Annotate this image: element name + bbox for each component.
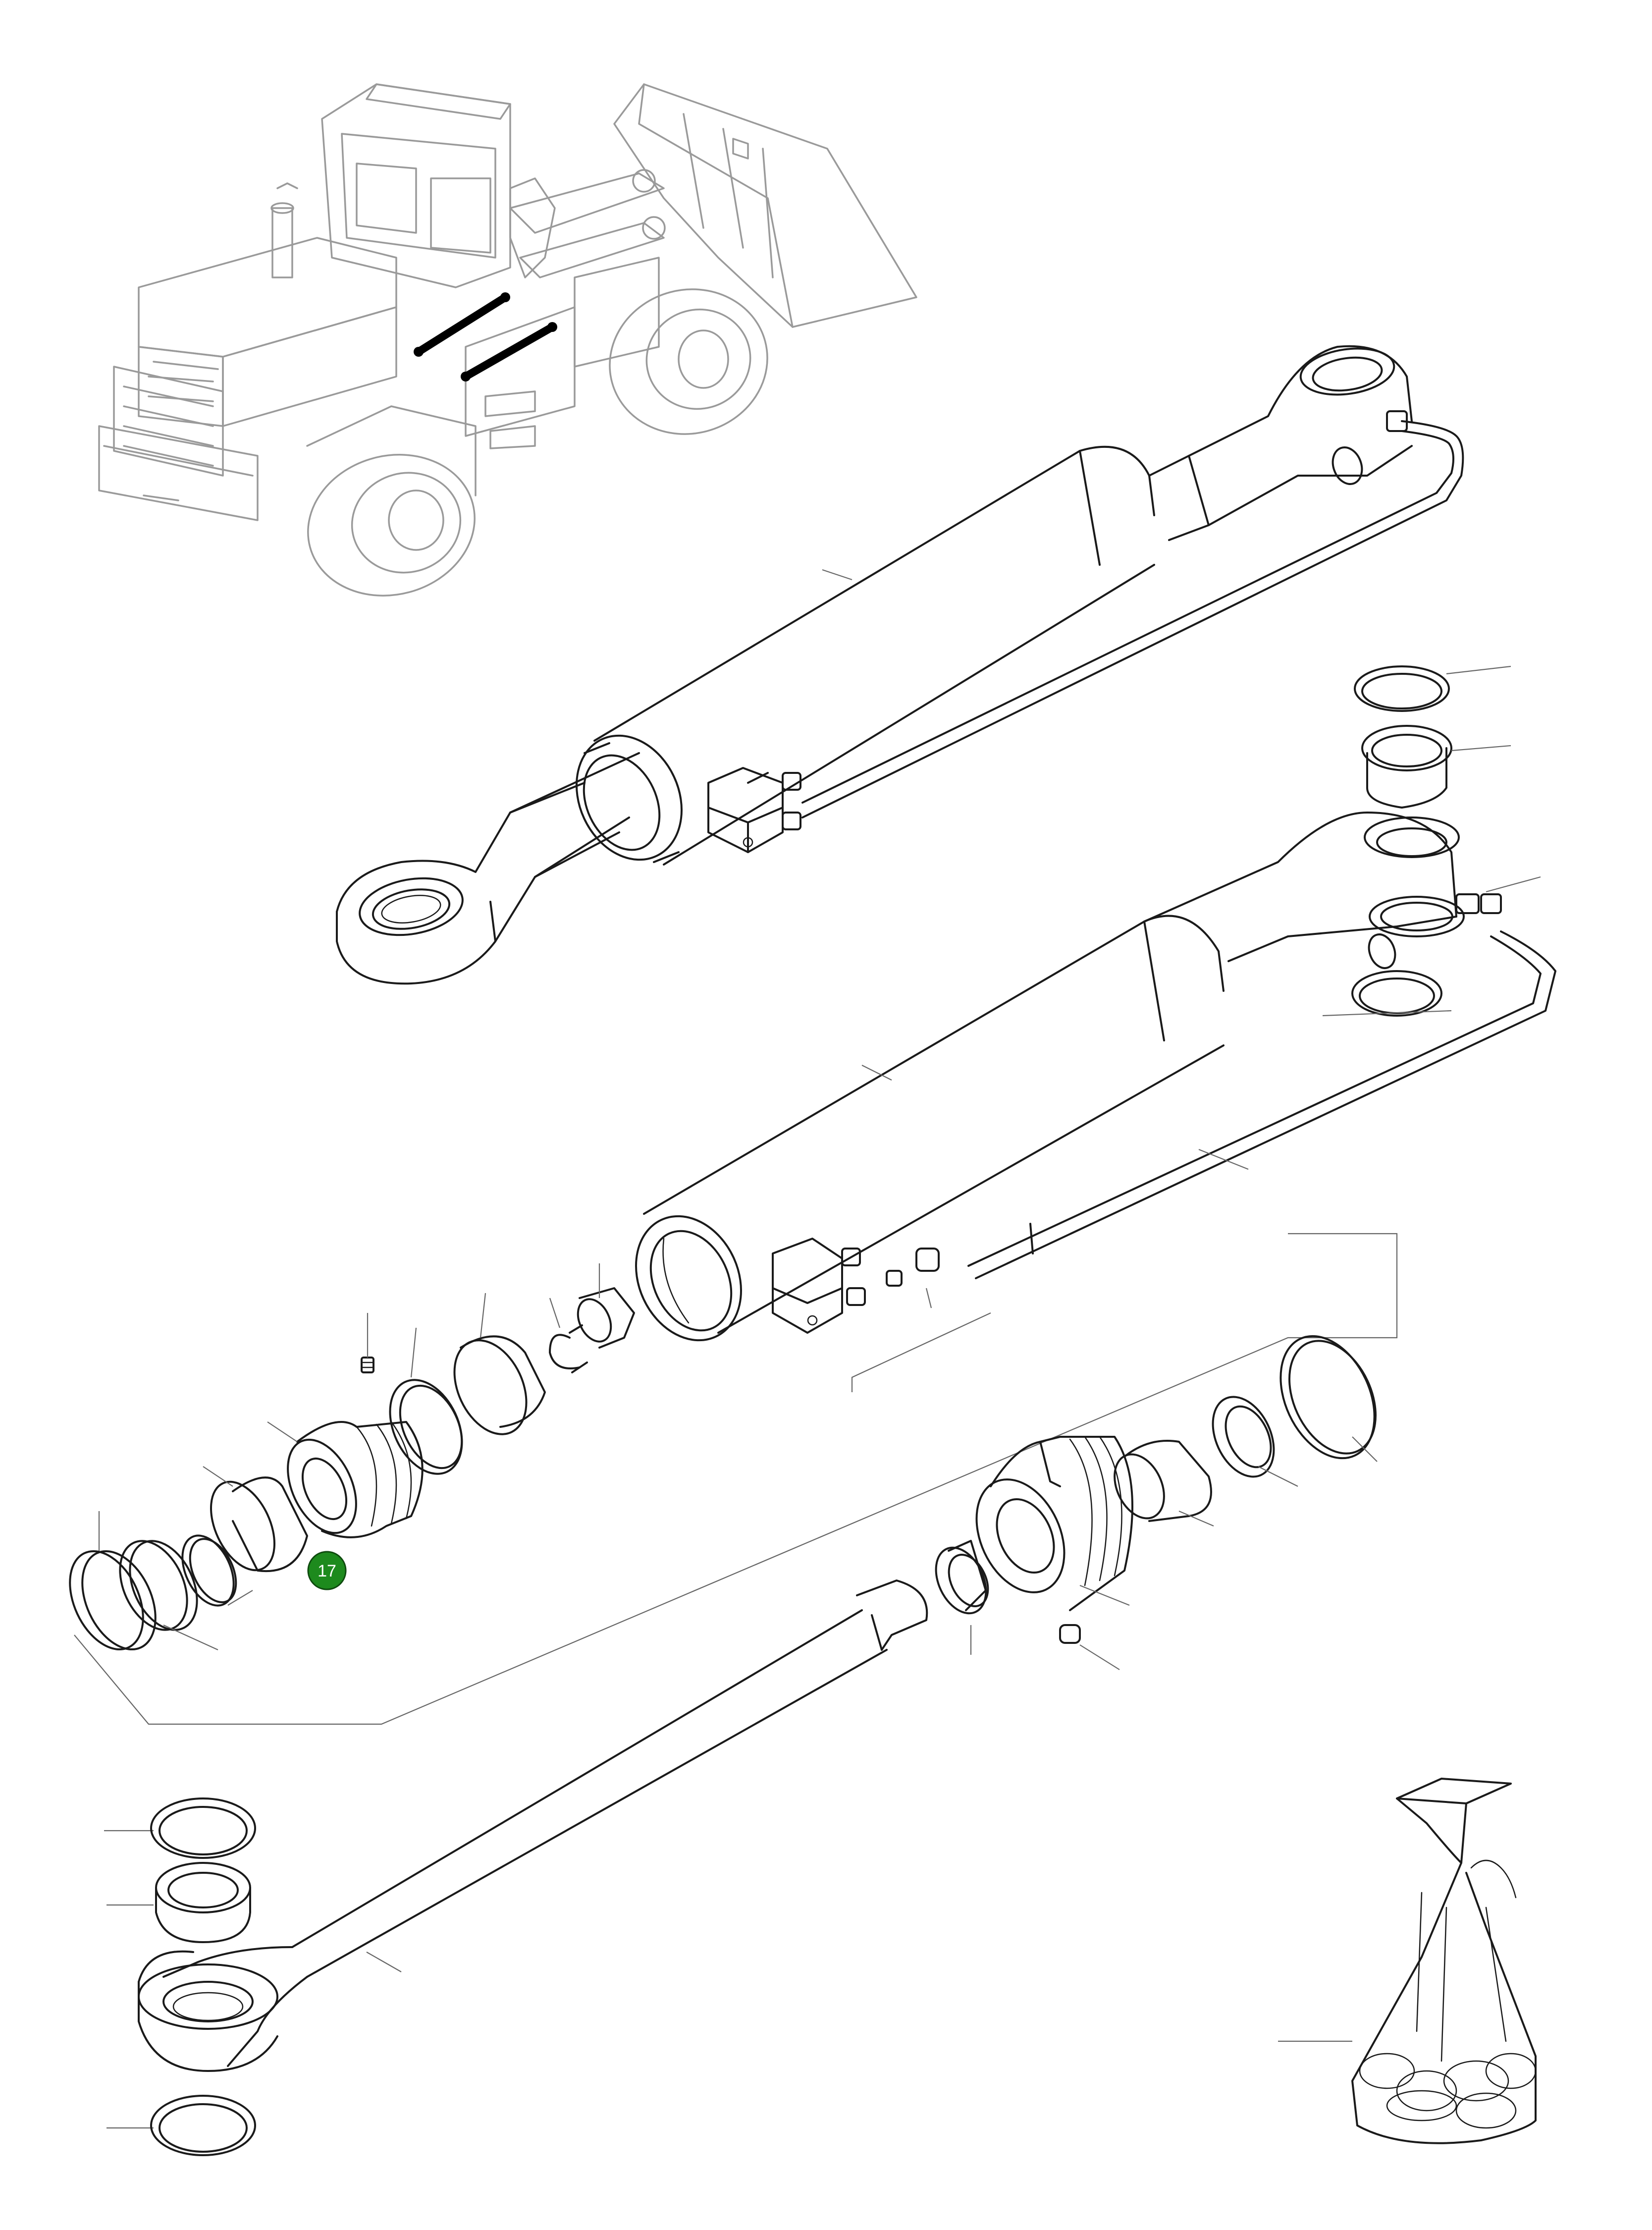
piston-rod — [104, 1579, 928, 2129]
callout-badge-17[interactable]: 17 — [307, 1551, 347, 1590]
spherical-bearings-and-snap-rings — [150, 1797, 256, 2156]
piston-seal-kit — [69, 1233, 1398, 1725]
wheel-loader-overview — [98, 83, 917, 597]
cylinder-head-with-seals — [935, 1335, 1378, 1670]
highlight-cylinder-lower — [462, 323, 556, 381]
highlight-cylinder-upper — [415, 293, 509, 356]
lift-cylinder-assembled — [336, 345, 1464, 985]
cylinder-tube-with-pipe — [635, 665, 1556, 1342]
seal-kit-bag — [1278, 1778, 1537, 2144]
callout-label-17: 17 — [318, 1562, 336, 1580]
